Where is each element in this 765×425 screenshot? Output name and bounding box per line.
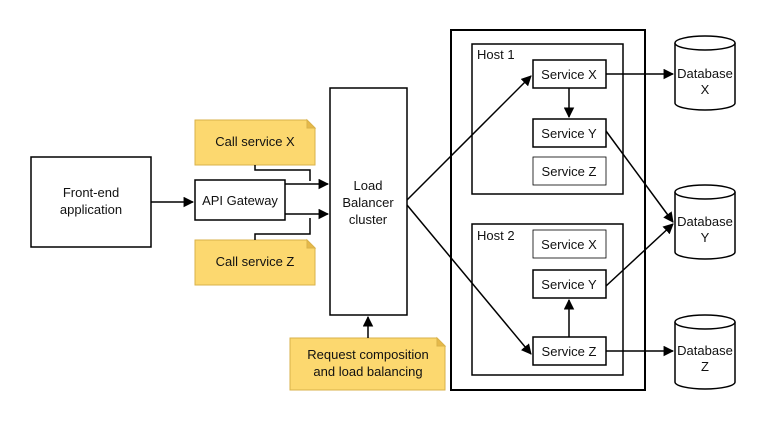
host1-service-x-label: Service X: [541, 67, 597, 82]
note-request-composition: Request composition and load balancing: [289, 336, 447, 391]
database-x-line2: X: [701, 82, 710, 97]
database-z-line1: Database: [677, 343, 733, 358]
host1-service-y-label: Service Y: [541, 126, 597, 141]
frontend-label-line2: application: [60, 202, 122, 217]
host2-service-y: Service Y: [532, 269, 607, 299]
database-z-line2: Z: [701, 359, 709, 374]
arrow-host1-service-y-to-database-y: [605, 130, 674, 223]
arrow-lb-to-host1-service-x: [406, 75, 532, 201]
host-2: Host 2 Service X Service Y Service Z: [471, 223, 624, 376]
connectors: [151, 68, 675, 357]
host1-service-z: Service Z: [532, 156, 607, 186]
api-gateway-box: API Gateway: [194, 179, 286, 221]
host2-service-x-label: Service X: [541, 237, 597, 252]
host-1-title: Host 1: [477, 47, 515, 62]
database-z: Database Z: [674, 314, 736, 390]
note-call-service-x: Call service X: [194, 118, 317, 166]
host-2-title: Host 2: [477, 228, 515, 243]
note-request-line2: and load balancing: [313, 364, 422, 379]
database-x: Database X: [674, 35, 736, 111]
note-z-connector: [254, 218, 311, 240]
database-y-line1: Database: [677, 214, 733, 229]
lb-label-line3: cluster: [349, 212, 388, 227]
host1-service-x: Service X: [532, 59, 607, 89]
note-x-connector: [254, 165, 311, 181]
arrow-host2-service-y-to-database-y: [605, 223, 674, 287]
load-balancer-box: Load Balancer cluster: [329, 87, 408, 316]
host2-service-x: Service X: [532, 229, 607, 259]
note-request-line1: Request composition: [307, 347, 428, 362]
note-call-service-z: Call service Z: [194, 238, 317, 286]
api-gateway-label: API Gateway: [202, 193, 278, 208]
frontend-application-box: Front-end application: [30, 156, 152, 248]
note-call-service-z-label: Call service Z: [216, 254, 295, 269]
arrow-lb-to-host2-service-z: [406, 204, 532, 355]
database-x-line1: Database: [677, 66, 733, 81]
host2-service-z: Service Z: [532, 336, 607, 366]
host1-service-y: Service Y: [532, 118, 607, 148]
database-y-line2: Y: [701, 230, 710, 245]
database-y: Database Y: [674, 184, 736, 260]
host2-service-z-label: Service Z: [542, 344, 597, 359]
frontend-label-line1: Front-end: [63, 185, 119, 200]
host1-service-z-label: Service Z: [542, 164, 597, 179]
note-call-service-x-label: Call service X: [215, 134, 295, 149]
lb-label-line1: Load: [354, 178, 383, 193]
host-1: Host 1 Service X Service Y Service Z: [471, 43, 624, 195]
host2-service-y-label: Service Y: [541, 277, 597, 292]
lb-label-line2: Balancer: [342, 195, 394, 210]
